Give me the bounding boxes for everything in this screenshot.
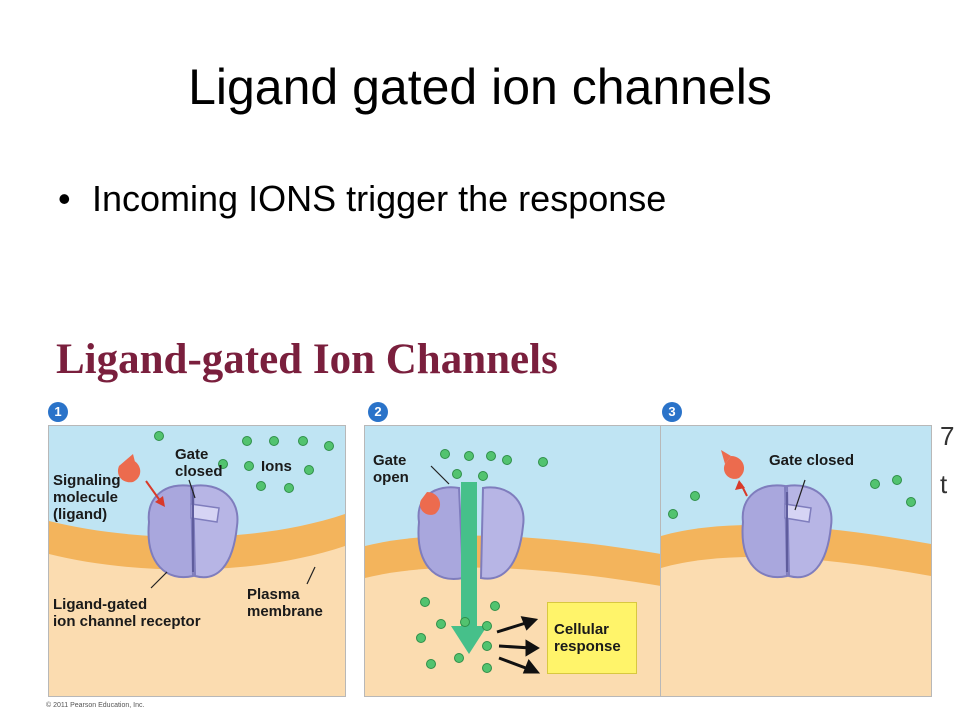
ion-channel-figure: Ligand-gated Ion Channels 1 2 3 — [38, 323, 960, 720]
ions-panel-2 — [416, 449, 548, 673]
inflow-arrow — [451, 482, 487, 654]
ligand — [117, 454, 141, 483]
step-1-badge: 1 — [48, 402, 68, 422]
ions-panel-3 — [668, 475, 916, 519]
panel-3-illustration — [661, 426, 931, 696]
signaling-molecule-label: Signaling molecule (ligand) — [53, 472, 121, 523]
receptor-label: Ligand-gated ion channel receptor — [53, 596, 201, 630]
copyright-notice: © 2011 Pearson Education, Inc. — [46, 702, 145, 709]
panel-1-illustration — [49, 426, 345, 696]
channel-protein-reclosed — [741, 484, 833, 579]
step-2-badge: 2 — [368, 402, 388, 422]
channel-protein-closed — [147, 484, 239, 579]
ions-panel-1 — [154, 431, 334, 493]
response-arrows — [496, 616, 541, 674]
gate-closed-label: Gate closed — [175, 446, 223, 480]
panel-3: Gate closed — [660, 425, 932, 697]
cellular-response-box: Cellular response — [547, 602, 637, 674]
gate-open-label: Gate open — [373, 452, 409, 486]
step-3-badge: 3 — [662, 402, 682, 422]
figure-title: Ligand-gated Ion Channels — [56, 336, 558, 383]
ligand-bound — [419, 492, 441, 515]
bullet-item: • Incoming IONS trigger the response — [58, 178, 666, 220]
ligand-released — [721, 450, 745, 479]
panel-2: Gate open Cellular response — [364, 425, 662, 697]
cropped-edge-text-1: 7 — [940, 421, 955, 451]
slide-title: Ligand gated ion channels — [188, 59, 772, 115]
plasma-membrane-label: Plasma membrane — [247, 586, 323, 620]
cellular-response-label: Cellular response — [554, 621, 621, 655]
bullet-dot: • — [58, 178, 71, 219]
cropped-edge-text-2: t — [940, 469, 948, 499]
gate-closed-label-3: Gate closed — [769, 452, 855, 469]
panel-1: Gate closed Ions Signaling molecule (lig… — [48, 425, 346, 697]
bullet-text: Incoming IONS trigger the response — [92, 178, 667, 219]
ions-label: Ions — [261, 458, 292, 475]
